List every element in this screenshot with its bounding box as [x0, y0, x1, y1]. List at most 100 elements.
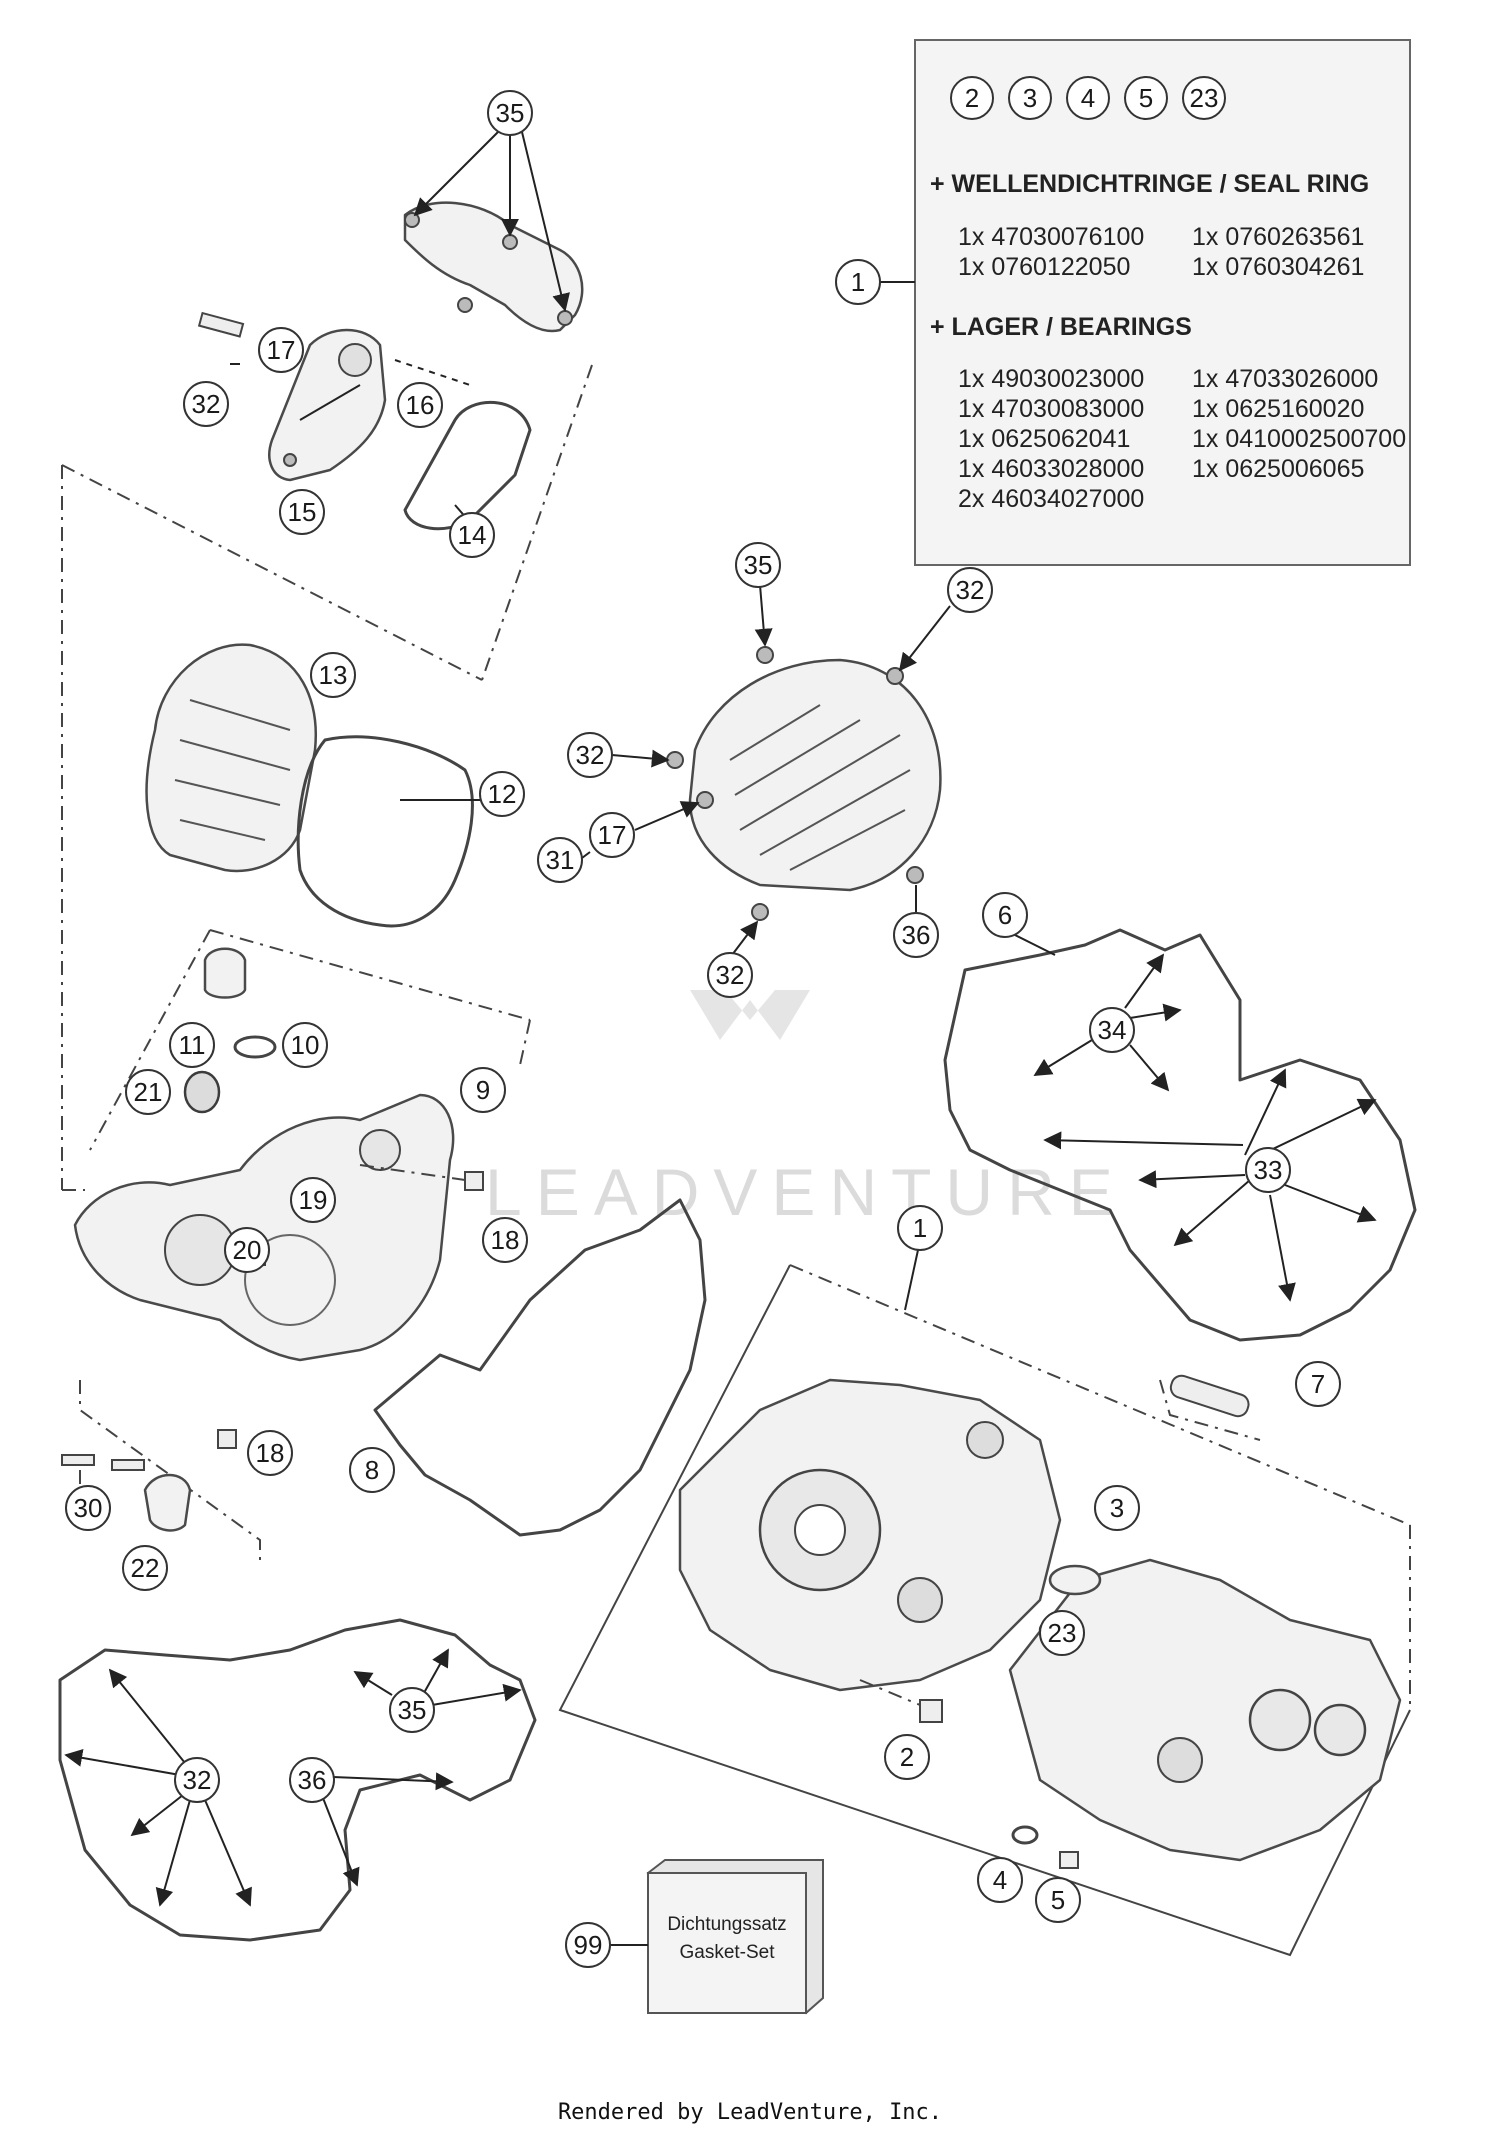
- svg-text:20: 20: [233, 1235, 262, 1265]
- callout-1-engine[interactable]: 1: [897, 1205, 943, 1251]
- callout-10[interactable]: 10: [282, 1022, 328, 1068]
- oil-filler-cap-part: [203, 947, 277, 1059]
- watermark: LEADVENTURE: [485, 990, 1127, 1229]
- svg-text:18: 18: [491, 1225, 520, 1255]
- callout-2[interactable]: 2: [884, 1734, 930, 1780]
- callout-18-lower[interactable]: 18: [247, 1430, 293, 1476]
- callout-15[interactable]: 15: [279, 489, 325, 535]
- callout-14[interactable]: 14: [449, 512, 495, 558]
- callout-12[interactable]: 12: [479, 771, 525, 817]
- kit-callout-2[interactable]: 2: [950, 76, 994, 120]
- callout-7[interactable]: 7: [1295, 1361, 1341, 1407]
- callout-32-pump[interactable]: 32: [183, 381, 229, 427]
- svg-text:17: 17: [598, 820, 627, 850]
- callout-36-ignition[interactable]: 36: [893, 912, 939, 958]
- callout-32-clutch-gasket[interactable]: 32: [174, 1757, 220, 1803]
- svg-text:32: 32: [956, 575, 985, 605]
- callout-17-ignition[interactable]: 17: [589, 812, 635, 858]
- shaft-seal-part: [183, 1070, 221, 1114]
- gasket-set-label-de: Dichtungssatz: [667, 1914, 786, 1935]
- svg-text:5: 5: [1139, 83, 1153, 113]
- svg-text:6: 6: [998, 900, 1012, 930]
- bearing-part-6: 1x 0410002500700: [1192, 425, 1406, 453]
- callout-35-pump-cover[interactable]: 35: [487, 90, 533, 136]
- clutch-cover-part: [145, 643, 317, 873]
- watermark-text: LEADVENTURE: [485, 1155, 1127, 1229]
- case-dowel-part: [919, 1699, 943, 1723]
- svg-text:32: 32: [576, 740, 605, 770]
- callout-21[interactable]: 21: [125, 1069, 171, 1115]
- clutch-gasket-part: [296, 735, 474, 928]
- assembly-outline-upper: [61, 364, 593, 1191]
- callout-6[interactable]: 6: [982, 892, 1028, 938]
- callout-31[interactable]: 31: [537, 837, 583, 883]
- housing-gasket-part: [373, 1198, 707, 1537]
- callout-32-ignition-top[interactable]: 32: [947, 567, 993, 613]
- svg-text:14: 14: [458, 520, 487, 550]
- callout-19[interactable]: 19: [290, 1177, 336, 1223]
- svg-text:32: 32: [183, 1765, 212, 1795]
- callout-22[interactable]: 22: [122, 1545, 168, 1591]
- callout-17-pump[interactable]: 17: [258, 327, 304, 373]
- callout-18-upper[interactable]: 18: [482, 1217, 528, 1263]
- washer-part: [1011, 1825, 1039, 1845]
- kit-callout-3[interactable]: 3: [1008, 76, 1052, 120]
- svg-text:33: 33: [1254, 1155, 1283, 1185]
- callout-30[interactable]: 30: [65, 1485, 111, 1531]
- svg-text:99: 99: [574, 1930, 603, 1960]
- svg-text:7: 7: [1311, 1369, 1325, 1399]
- svg-text:10: 10: [291, 1030, 320, 1060]
- gasket-set-box: Dichtungssatz Gasket-Set: [646, 1859, 824, 2015]
- callout-35-ignition[interactable]: 35: [735, 542, 781, 588]
- callout-33[interactable]: 33: [1245, 1147, 1291, 1193]
- svg-text:5: 5: [1051, 1885, 1065, 1915]
- svg-text:32: 32: [192, 389, 221, 419]
- ignition-cover-part: [666, 646, 942, 921]
- callout-1-info[interactable]: 1: [835, 259, 881, 305]
- shaft-guide: [1159, 1379, 1261, 1441]
- callout-16[interactable]: 16: [397, 382, 443, 428]
- cylinder-base-gasket-part: [943, 928, 1417, 1342]
- callout-4[interactable]: 4: [977, 1857, 1023, 1903]
- crankcase-right-part: [1008, 1558, 1402, 1862]
- svg-text:21: 21: [134, 1077, 163, 1107]
- callout-34[interactable]: 34: [1089, 1007, 1135, 1053]
- callout-20[interactable]: 20: [224, 1227, 270, 1273]
- drain-screw-part: [1059, 1851, 1079, 1869]
- callout-32-ignition-left[interactable]: 32: [567, 732, 613, 778]
- svg-text:35: 35: [398, 1695, 427, 1725]
- gasket-set-label-en: Gasket-Set: [679, 1942, 775, 1963]
- pump-gasket-part: [403, 400, 532, 531]
- svg-text:16: 16: [406, 390, 435, 420]
- callout-8[interactable]: 8: [349, 1447, 395, 1493]
- svg-text:1: 1: [913, 1213, 927, 1243]
- svg-text:9: 9: [476, 1075, 490, 1105]
- seal-part-4: 1x 0760304261: [1192, 253, 1364, 281]
- svg-text:34: 34: [1098, 1015, 1127, 1045]
- engine-case-outline: [789, 1264, 1411, 1710]
- svg-text:36: 36: [902, 920, 931, 950]
- kit-callout-5[interactable]: 5: [1124, 76, 1168, 120]
- callout-5[interactable]: 5: [1035, 1877, 1081, 1923]
- bearing-part-2: 1x 47033026000: [1192, 365, 1378, 393]
- bearing-part-1: 1x 49030023000: [958, 365, 1144, 393]
- callout-35-clutch-gasket[interactable]: 35: [389, 1687, 435, 1733]
- callout-11[interactable]: 11: [169, 1022, 215, 1068]
- callout-99[interactable]: 99: [565, 1922, 611, 1968]
- svg-text:35: 35: [496, 98, 525, 128]
- kit-callout-4[interactable]: 4: [1066, 76, 1110, 120]
- water-pump-cover-part: [403, 201, 584, 333]
- callout-23[interactable]: 23: [1039, 1610, 1085, 1656]
- svg-text:12: 12: [488, 779, 517, 809]
- kit-callout-23[interactable]: 23: [1182, 76, 1226, 120]
- callout-13[interactable]: 13: [310, 652, 356, 698]
- callout-36-clutch-gasket[interactable]: 36: [289, 1757, 335, 1803]
- svg-text:32: 32: [716, 960, 745, 990]
- svg-text:11: 11: [179, 1030, 206, 1060]
- callout-3[interactable]: 3: [1094, 1485, 1140, 1531]
- callout-32-ignition-bottom[interactable]: 32: [707, 952, 753, 998]
- bearing-part-8: 1x 0625006065: [1192, 455, 1364, 483]
- callout-9[interactable]: 9: [460, 1067, 506, 1113]
- info-box: 2 3 4 5 23 + WELLENDICHTRINGE / SEAL RIN…: [914, 39, 1411, 566]
